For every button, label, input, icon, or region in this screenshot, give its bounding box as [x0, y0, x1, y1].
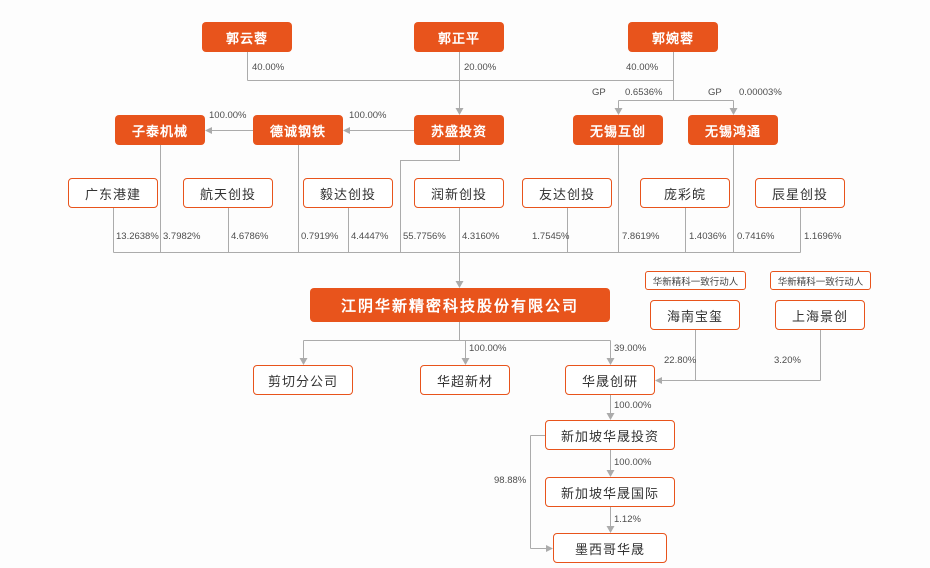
node-huasheng-chuangyan: 华晟创研 — [565, 365, 655, 395]
node-guo-wanrong: 郭婉蓉 — [628, 22, 718, 52]
node-wuxi-hongtong: 无锡鸿通 — [688, 115, 778, 145]
edge-label-sg-investment-to-international: 100.00% — [614, 457, 652, 468]
edge-label-youda: 1.7545% — [532, 231, 570, 242]
edge-label-huchuang: 7.8619% — [622, 231, 660, 242]
edge-label-susheng-to-decheng: 100.00% — [349, 110, 387, 121]
edge-label-guangdong: 13.2638% — [116, 231, 159, 242]
node-pang-caiwan: 庞彩皖 — [640, 178, 730, 208]
edge-label-sg-investment-to-mexico: 98.88% — [494, 475, 527, 486]
node-hangtian-chuangtou: 航天创投 — [183, 178, 273, 208]
node-wuxi-huchuang: 无锡互创 — [573, 115, 663, 145]
edge-label-guo-yunrong: 40.00% — [252, 62, 285, 73]
node-jianqie-branch: 剪切分公司 — [253, 365, 353, 395]
edge-label-international-to-mexico: 1.12% — [614, 514, 641, 525]
edge-label-susheng: 55.7756% — [403, 231, 446, 242]
edge-label-runxin: 4.3160% — [462, 231, 500, 242]
edge-label-shanghai-to-huasheng: 3.20% — [774, 355, 801, 366]
edge-label-hainan-to-huasheng: 22.80% — [664, 355, 697, 366]
edge-label-gp-hongtong: GP — [708, 87, 722, 98]
edge-label-gp-pct-huchuang: 0.6536% — [625, 87, 663, 98]
node-guo-yunrong: 郭云蓉 — [202, 22, 292, 52]
node-hainan-baoxi: 海南宝玺 — [650, 300, 740, 330]
node-guangdong-gangjian: 广东港建 — [68, 178, 158, 208]
edge-label-main-to-huasheng: 39.00% — [614, 343, 647, 354]
node-huachao-xincai: 华超新材 — [420, 365, 510, 395]
edge-label-gp-pct-hongtong: 0.00003% — [739, 87, 782, 98]
edge-label-decheng-to-zitai: 100.00% — [209, 110, 247, 121]
concert-party-tag-shanghai: 华新精科一致行动人 — [770, 271, 871, 290]
edge-label-pang: 1.4036% — [689, 231, 727, 242]
edge-label-gp-huchuang: GP — [592, 87, 606, 98]
node-guo-zhengping: 郭正平 — [414, 22, 504, 52]
node-youda-chuangtou: 友达创投 — [522, 178, 612, 208]
edge-label-guo-wanrong: 40.00% — [626, 62, 659, 73]
edge-label-huasheng-to-sg-investment: 100.00% — [614, 400, 652, 411]
node-main-company: 江阴华新精密科技股份有限公司 — [310, 288, 610, 322]
node-zitai-jixie: 子泰机械 — [115, 115, 205, 145]
node-mexico-huasheng: 墨西哥华晟 — [553, 533, 667, 563]
node-chenxing-chuangtou: 辰星创投 — [755, 178, 845, 208]
node-susheng-touzi: 苏盛投资 — [414, 115, 504, 145]
node-singapore-huasheng-international: 新加坡华晟国际 — [545, 477, 675, 507]
edge-label-main-to-huachao: 100.00% — [469, 343, 507, 354]
edge-label-zitai: 3.7982% — [163, 231, 201, 242]
node-singapore-huasheng-investment: 新加坡华晟投资 — [545, 420, 675, 450]
edge-label-hongtong: 0.7416% — [737, 231, 775, 242]
edge-label-chenxing: 1.1696% — [804, 231, 842, 242]
node-yida-chuangtou: 毅达创投 — [303, 178, 393, 208]
edge-label-yida: 4.4447% — [351, 231, 389, 242]
edge-label-guo-zhengping: 20.00% — [464, 62, 497, 73]
node-runxin-chuangtou: 润新创投 — [414, 178, 504, 208]
node-shanghai-jingchuang: 上海景创 — [775, 300, 865, 330]
node-decheng-gangtie: 德诚钢铁 — [253, 115, 343, 145]
edge-label-decheng: 0.7919% — [301, 231, 339, 242]
concert-party-tag-hainan: 华新精科一致行动人 — [645, 271, 746, 290]
edge-label-hangtian: 4.6786% — [231, 231, 269, 242]
